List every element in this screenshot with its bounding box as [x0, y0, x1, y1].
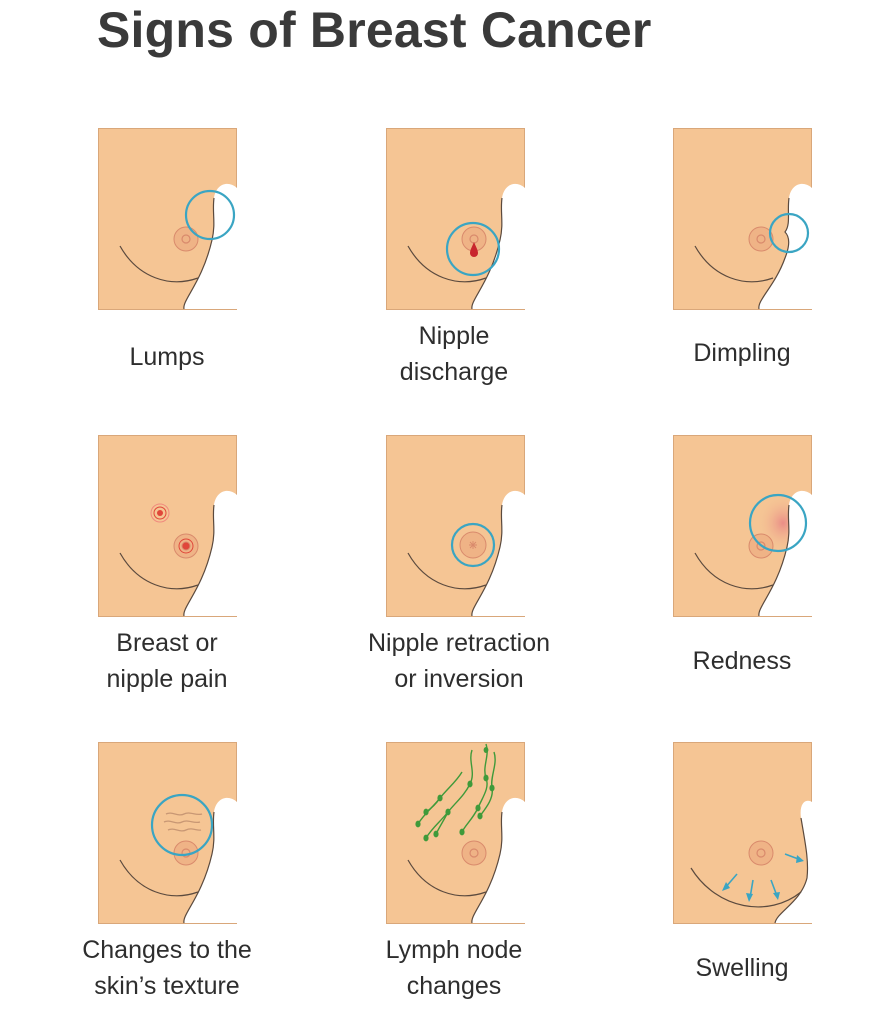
illustration-dimpling	[673, 128, 812, 310]
caption-lymph-node-changes: Lymph node changes	[324, 932, 584, 1004]
illustration-swelling	[673, 742, 812, 924]
caption-line: Swelling	[695, 954, 789, 982]
caption-line: Nipple	[418, 322, 490, 350]
caption-line: nipple pain	[106, 665, 228, 693]
illustration-nipple-retraction	[386, 435, 525, 617]
illustration-skin-texture	[98, 742, 237, 924]
caption-line: Lymph node	[385, 936, 523, 964]
caption-line: skin’s texture	[94, 972, 240, 1000]
caption-dimpling: Dimpling	[612, 335, 872, 371]
illustration-lumps	[98, 128, 237, 310]
caption-swelling: Swelling	[612, 950, 872, 986]
caption-nipple-discharge: Nipple discharge	[324, 318, 584, 390]
caption-line: Changes to the	[82, 936, 252, 964]
caption-line: changes	[406, 972, 502, 1000]
caption-lumps: Lumps	[37, 339, 297, 375]
caption-line: Redness	[692, 647, 792, 675]
caption-line: Nipple retraction	[367, 629, 551, 657]
illustration-breast-or-nipple-pain	[98, 435, 237, 617]
caption-line: Lumps	[129, 343, 205, 371]
page-title: Signs of Breast Cancer	[97, 2, 652, 58]
caption-skin-texture: Changes to the skin’s texture	[37, 932, 297, 1004]
caption-nipple-retraction: Nipple retraction or inversion	[329, 625, 589, 697]
caption-line: or inversion	[394, 665, 524, 693]
caption-line: Breast or	[116, 629, 218, 657]
caption-redness: Redness	[612, 643, 872, 679]
caption-breast-or-nipple-pain: Breast or nipple pain	[37, 625, 297, 697]
illustration-redness	[673, 435, 812, 617]
caption-line: Dimpling	[693, 339, 791, 367]
illustration-nipple-discharge	[386, 128, 525, 310]
illustration-lymph-node-changes	[386, 742, 525, 924]
caption-line: discharge	[399, 358, 509, 386]
